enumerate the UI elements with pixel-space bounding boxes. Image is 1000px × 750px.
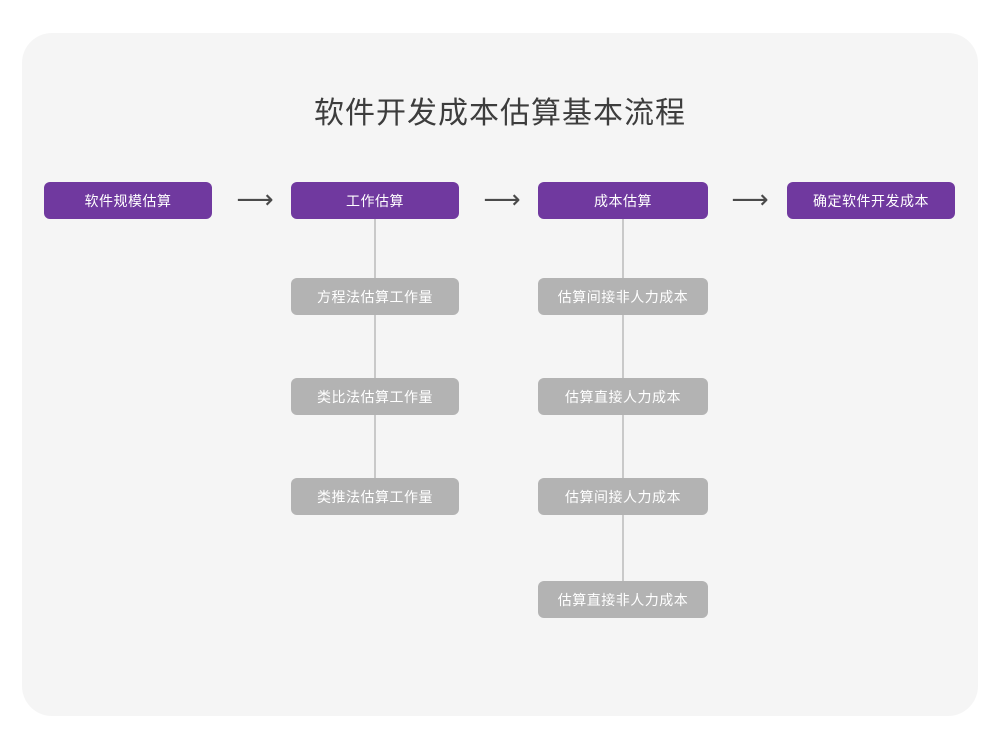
arrow-stage3-to-stage4: ⟶ [731,185,769,215]
diagram-card-background [22,33,978,716]
node-cost-indirect-nonlabor[interactable]: 估算间接非人力成本 [538,278,708,315]
node-stage-work-estimation[interactable]: 工作估算 [291,182,459,219]
page-title: 软件开发成本估算基本流程 [314,97,686,130]
node-work-analogy-method[interactable]: 类比法估算工作量 [291,378,459,415]
node-stage-determine-development-cost[interactable]: 确定软件开发成本 [787,182,955,219]
connector-line-work-column [374,218,376,498]
node-work-deduction-method[interactable]: 类推法估算工作量 [291,478,459,515]
arrow-stage2-to-stage3: ⟶ [483,185,521,215]
arrow-stage1-to-stage2: ⟶ [236,185,274,215]
node-cost-indirect-labor[interactable]: 估算间接人力成本 [538,478,708,515]
node-stage-software-scale-estimation[interactable]: 软件规模估算 [44,182,212,219]
node-cost-direct-nonlabor[interactable]: 估算直接非人力成本 [538,581,708,618]
node-stage-cost-estimation[interactable]: 成本估算 [538,182,708,219]
node-cost-direct-labor[interactable]: 估算直接人力成本 [538,378,708,415]
node-work-equation-method[interactable]: 方程法估算工作量 [291,278,459,315]
